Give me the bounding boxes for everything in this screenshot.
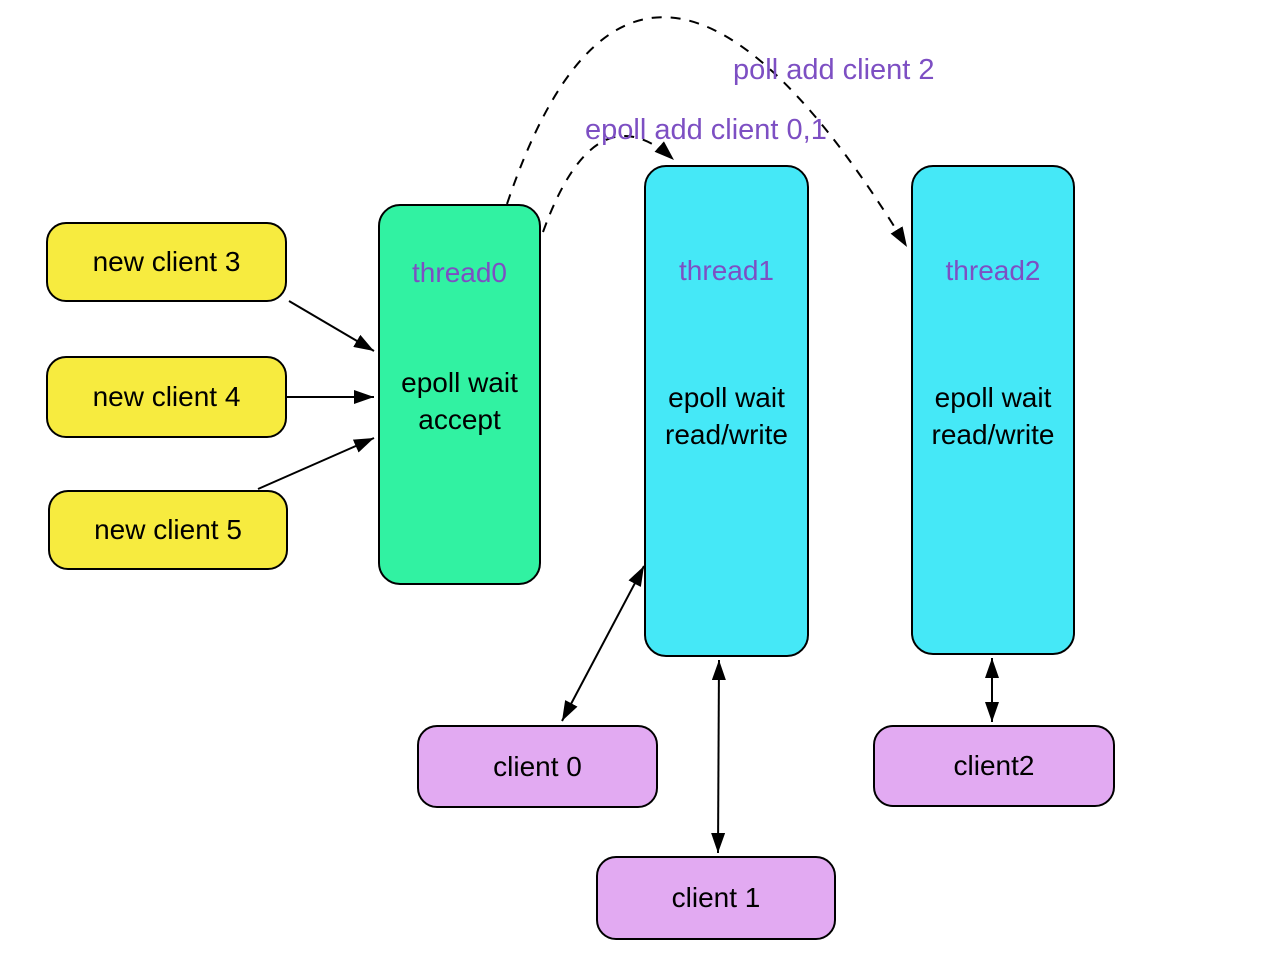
node-new-client-5-label: new client 5 — [94, 514, 242, 545]
edge-thread1-client1-double-arrow — [711, 659, 726, 854]
node-client-0-label: client 0 — [493, 750, 582, 782]
node-thread1-body: epoll wait read/write — [646, 379, 807, 453]
edge-label-epoll-add-client-0-1: epoll add client 0,1 — [585, 114, 827, 146]
node-new-client-3: new client 3 — [46, 222, 287, 302]
edge-thread1-client0-double-arrow — [561, 565, 645, 722]
edge-new-client-3-to-thread0 — [288, 300, 375, 352]
node-thread0-body-line1: epoll wait — [401, 367, 518, 398]
node-thread0-title: thread0 — [412, 257, 507, 288]
edge-label-poll-add-client-2: poll add client 2 — [733, 54, 935, 86]
node-thread0-body-line2: accept — [418, 404, 501, 435]
node-client-0: client 0 — [417, 725, 658, 808]
node-client-1: client 1 — [596, 856, 836, 940]
node-client-2-label: client2 — [953, 750, 1035, 781]
node-new-client-5: new client 5 — [48, 490, 288, 570]
node-thread2-body-line1: epoll wait — [934, 382, 1052, 413]
node-thread2-body-line2: read/write — [931, 419, 1055, 450]
node-thread2-body: epoll wait read/write — [913, 379, 1073, 453]
node-thread1-title: thread1 — [679, 255, 774, 286]
node-new-client-4-label: new client 4 — [92, 381, 241, 412]
node-thread0: thread0 epoll wait accept — [378, 204, 541, 585]
edge-new-client-5-to-thread0 — [257, 437, 375, 490]
node-thread1: thread1 epoll wait read/write — [644, 165, 809, 657]
node-thread2-title: thread2 — [945, 255, 1041, 286]
node-new-client-4: new client 4 — [46, 356, 287, 438]
node-client-1-label: client 1 — [671, 882, 761, 913]
node-thread2: thread2 epoll wait read/write — [911, 165, 1075, 655]
node-client-2: client2 — [873, 725, 1115, 807]
node-thread0-body: epoll wait accept — [380, 364, 539, 438]
node-thread1-body-line2: read/write — [665, 419, 788, 450]
node-new-client-3-label: new client 3 — [92, 246, 241, 277]
node-thread1-body-line1: epoll wait — [668, 382, 785, 413]
